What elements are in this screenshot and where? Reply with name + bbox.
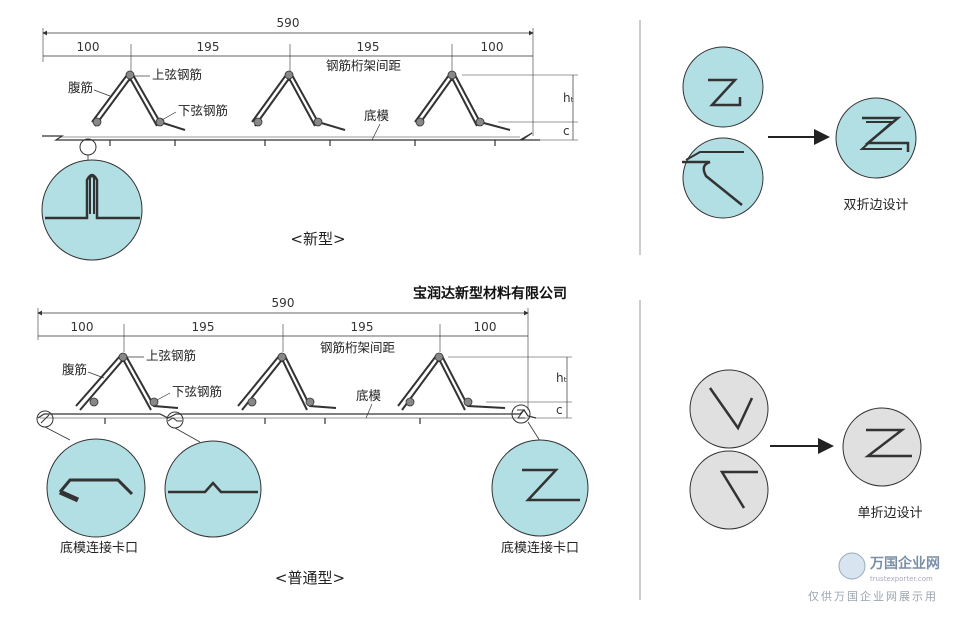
label-spacing-top: 钢筋桁架间距 bbox=[326, 58, 401, 73]
dim-3-bottom: 195 bbox=[351, 320, 374, 334]
caption-clip-left: 底模连接卡口 bbox=[60, 540, 138, 556]
standard-type-diagram: 590 100 195 195 100 bbox=[36, 296, 589, 587]
watermark-note: 仅供万国企业网展示用 bbox=[808, 589, 938, 603]
dim-4-bottom: 100 bbox=[474, 320, 497, 334]
label-top-chord-top: 上弦钢筋 bbox=[152, 67, 202, 82]
double-fold-detail: 双折边设计 bbox=[682, 46, 917, 219]
watermark-brand: 万国企业网 bbox=[869, 555, 940, 572]
label-bottom-form-bottom: 底模 bbox=[356, 388, 382, 403]
watermark: 万国企业网 trustexporter.com 仅供万国企业网展示用 bbox=[808, 552, 940, 603]
company-name: 宝润达新型材料有限公司 bbox=[413, 285, 567, 302]
label-ht-top: hₜ bbox=[563, 91, 574, 105]
bottom-form bbox=[42, 132, 540, 141]
truss-2 bbox=[251, 74, 346, 131]
dim-total-bottom: 590 bbox=[272, 296, 295, 310]
label-ht-bottom: hₜ bbox=[556, 371, 567, 385]
watermark-sub: trustexporter.com bbox=[870, 575, 933, 583]
dim-2-bottom: 195 bbox=[192, 320, 215, 334]
label-bottom-form-top: 底模 bbox=[364, 108, 390, 123]
new-type-diagram: 590 100 195 195 100 bbox=[41, 16, 578, 261]
caption-new-type: <新型> bbox=[290, 230, 345, 248]
detail-clip-new bbox=[41, 159, 143, 261]
detail-clip-middle bbox=[164, 440, 262, 538]
label-spacing-bottom: 钢筋桁架间距 bbox=[320, 340, 395, 355]
label-web-top: 腹筋 bbox=[68, 80, 93, 95]
label-c-bottom: c bbox=[556, 403, 563, 417]
caption-standard-type: <普通型> bbox=[275, 569, 345, 587]
caption-clip-right: 底模连接卡口 bbox=[501, 540, 579, 556]
label-bottom-chord-bottom: 下弦钢筋 bbox=[172, 384, 222, 399]
dim-total-top: 590 bbox=[277, 16, 300, 30]
bottom-form-standard bbox=[37, 409, 537, 419]
truss-3 bbox=[414, 74, 511, 131]
single-fold-detail: 单折边设计 bbox=[689, 369, 923, 530]
dim-1-bottom: 100 bbox=[71, 320, 94, 334]
label-top-chord-bottom: 上弦钢筋 bbox=[146, 348, 196, 363]
detail-clip-left bbox=[46, 438, 146, 538]
dim-4-top: 100 bbox=[481, 40, 504, 54]
truss-1 bbox=[91, 74, 186, 131]
label-web-bottom: 腹筋 bbox=[62, 362, 87, 377]
dim-2-top: 195 bbox=[197, 40, 220, 54]
label-bottom-chord-top: 下弦钢筋 bbox=[178, 103, 228, 118]
dim-3-top: 195 bbox=[357, 40, 380, 54]
caption-double-fold: 双折边设计 bbox=[843, 198, 908, 213]
caption-single-fold: 单折边设计 bbox=[857, 506, 922, 521]
dim-1-top: 100 bbox=[77, 40, 100, 54]
label-c-top: c bbox=[563, 124, 570, 138]
